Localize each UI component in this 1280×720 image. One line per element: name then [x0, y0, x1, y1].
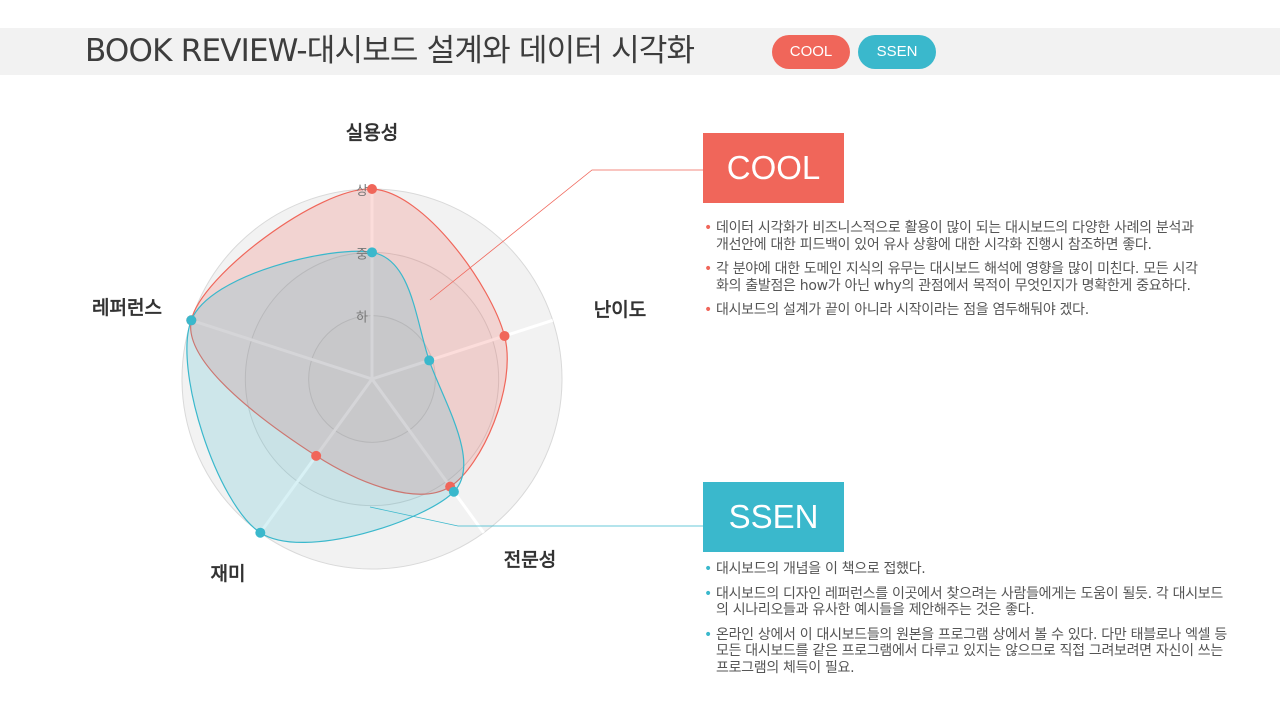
ssen-tag: SSEN: [858, 35, 936, 69]
radar-series-cool-area: [190, 188, 508, 495]
radar-axis-line: [370, 378, 485, 534]
radar-level-label: 하: [356, 311, 368, 326]
bullet-dot: •: [704, 261, 712, 277]
cool-note: •각 분야에 대한 도메인 지식의 유무는 대시보드 해석에 영향을 많이 미친…: [704, 261, 1204, 294]
ssen-leader-line: [369, 506, 703, 527]
bullet-dot: •: [704, 561, 712, 577]
header-band: [0, 28, 1280, 75]
radar-axis-label: 재미: [211, 563, 246, 585]
cool-notes: •데이터 시각화가 비즈니스적으로 활용이 많이 되는 대시보드의 다양한 사례…: [704, 220, 1204, 327]
radar-point-ssen: [255, 527, 266, 538]
ssen-label-box: SSEN: [703, 482, 844, 552]
radar-point-ssen: [448, 486, 459, 497]
ssen-notes: •대시보드의 개념을 이 책으로 접했다. •대시보드의 디자인 레퍼런스를 이…: [704, 561, 1229, 684]
radar-axis-line: [190, 318, 373, 381]
radar-level-label: 상: [356, 184, 368, 199]
ssen-note: •대시보드의 디자인 레퍼런스를 이곳에서 찾으려는 사람들에게는 도움이 될듯…: [704, 586, 1229, 619]
page-title: BOOK REVIEW-대시보드 설계와 데이터 시각화: [85, 33, 695, 69]
radar-point-cool: [499, 330, 510, 341]
bullet-dot: •: [704, 220, 712, 236]
note-text: 데이터 시각화가 비즈니스적으로 활용이 많이 되는 대시보드의 다양한 사례의…: [716, 220, 1194, 253]
cool-note: •데이터 시각화가 비즈니스적으로 활용이 많이 되는 대시보드의 다양한 사례…: [704, 220, 1204, 253]
ssen-note: •대시보드의 개념을 이 책으로 접했다.: [704, 561, 1229, 578]
radar-point-cool: [367, 184, 377, 194]
radar-axis-label: 전문성: [504, 549, 556, 571]
cool-note: •대시보드의 설계가 끝이 아니라 시작이라는 점을 염두해둬야 겠다.: [704, 302, 1204, 319]
radar-axis-label: 실용성: [346, 122, 398, 144]
radar-axis-line: [371, 318, 554, 381]
note-text: 대시보드의 설계가 끝이 아니라 시작이라는 점을 염두해둬야 겠다.: [716, 302, 1089, 318]
note-text: 대시보드의 개념을 이 책으로 접했다.: [716, 561, 926, 577]
note-text: 온라인 상에서 이 대시보드들의 원본을 프로그램 상에서 볼 수 있다. 다만…: [716, 626, 1227, 676]
bullet-dot: •: [704, 302, 712, 318]
bullet-dot: •: [704, 585, 712, 602]
radar-point-ssen: [367, 247, 377, 258]
cool-label-box: COOL: [703, 133, 844, 203]
radar-axis-label: 레퍼런스: [92, 297, 162, 319]
note-text: 대시보드의 디자인 레퍼런스를 이곳에서 찾으려는 사람들에게는 도움이 될듯.…: [716, 585, 1223, 619]
bullet-dot: •: [704, 626, 712, 643]
cool-leader-line: [429, 169, 703, 301]
radar-point-ssen: [186, 315, 197, 326]
radar-level-label: 중: [356, 247, 368, 262]
ssen-note: •온라인 상에서 이 대시보드들의 원본을 프로그램 상에서 볼 수 있다. 다…: [704, 627, 1229, 677]
note-text: 각 분야에 대한 도메인 지식의 유무는 대시보드 해석에 영향을 많이 미친다…: [716, 261, 1198, 294]
radar-point-ssen: [424, 355, 435, 366]
cool-tag: COOL: [772, 35, 850, 69]
radar-point-cool: [311, 450, 322, 461]
radar-axis-label: 난이도: [594, 299, 646, 321]
